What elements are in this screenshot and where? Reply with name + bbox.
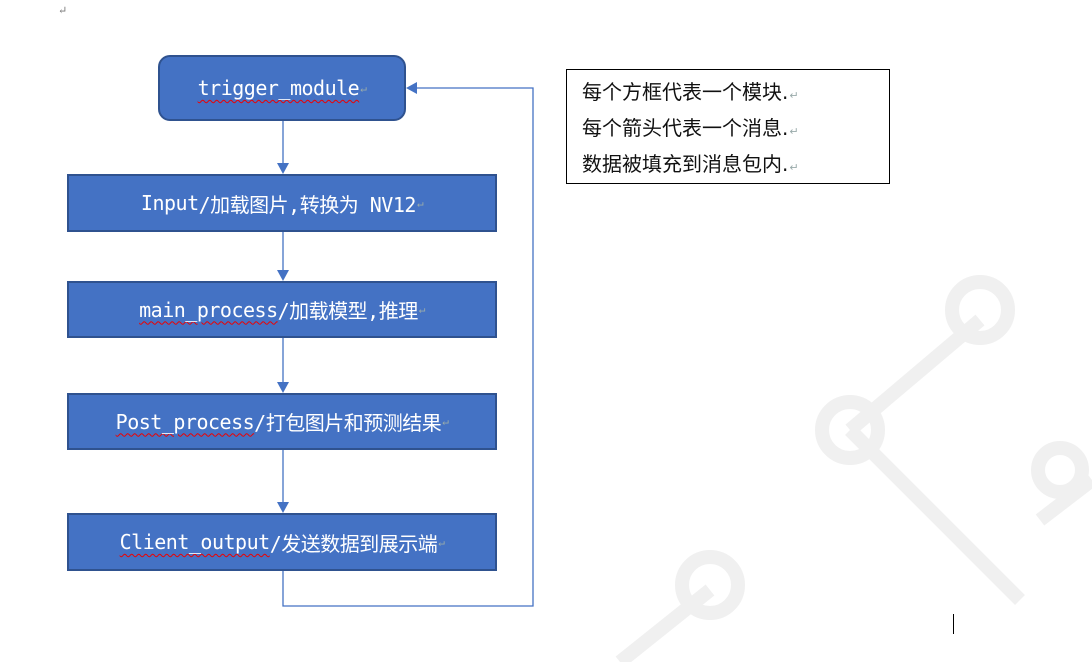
step-label: /发送数据到展示端 xyxy=(269,531,438,556)
step-prefix: Input xyxy=(140,191,199,215)
paragraph-mark: ↵ xyxy=(789,125,799,138)
note-line: 数据被填充到消息包内.↵ xyxy=(582,152,799,176)
input-module-box[interactable]: Input/加载图片,转换为 NV12↵ xyxy=(67,174,497,232)
note-line: 每个箭头代表一个消息.↵ xyxy=(582,116,799,140)
step-label: /打包图片和预测结果 xyxy=(254,411,442,435)
text-cursor xyxy=(953,614,954,634)
step-label: /加载图片,转换为 NV12 xyxy=(198,192,417,217)
step-prefix: main_process xyxy=(139,297,278,322)
paragraph-mark: ↵ xyxy=(360,81,367,95)
note-line: 每个方框代表一个模块.↵ xyxy=(582,80,799,104)
paragraph-mark: ↵ xyxy=(789,161,799,174)
step-prefix: Post_process xyxy=(115,409,255,434)
legend-note-box[interactable]: 每个方框代表一个模块.↵ 每个箭头代表一个消息.↵ 数据被填充到消息包内.↵ xyxy=(566,69,890,184)
trigger-module-label: trigger_module xyxy=(197,76,360,100)
step-label: /加载模型,推理 xyxy=(277,299,419,323)
loop-arrow xyxy=(282,87,534,607)
paragraph-mark: ↵ xyxy=(418,303,426,316)
client-output-box[interactable]: Client_output/发送数据到展示端↵ xyxy=(67,513,497,571)
post-process-box[interactable]: Post_process/打包图片和预测结果↵ xyxy=(67,393,497,450)
paragraph-mark: ↵ xyxy=(58,4,68,17)
paragraph-mark: ↵ xyxy=(438,535,445,549)
paragraph-mark: ↵ xyxy=(442,415,449,428)
paragraph-mark: ↵ xyxy=(789,89,799,102)
main-process-box[interactable]: main_process/加载模型,推理↵ xyxy=(67,281,497,338)
trigger-module-box[interactable]: trigger_module↵ xyxy=(158,55,406,121)
step-prefix: Client_output xyxy=(119,530,271,554)
paragraph-mark: ↵ xyxy=(416,196,424,210)
